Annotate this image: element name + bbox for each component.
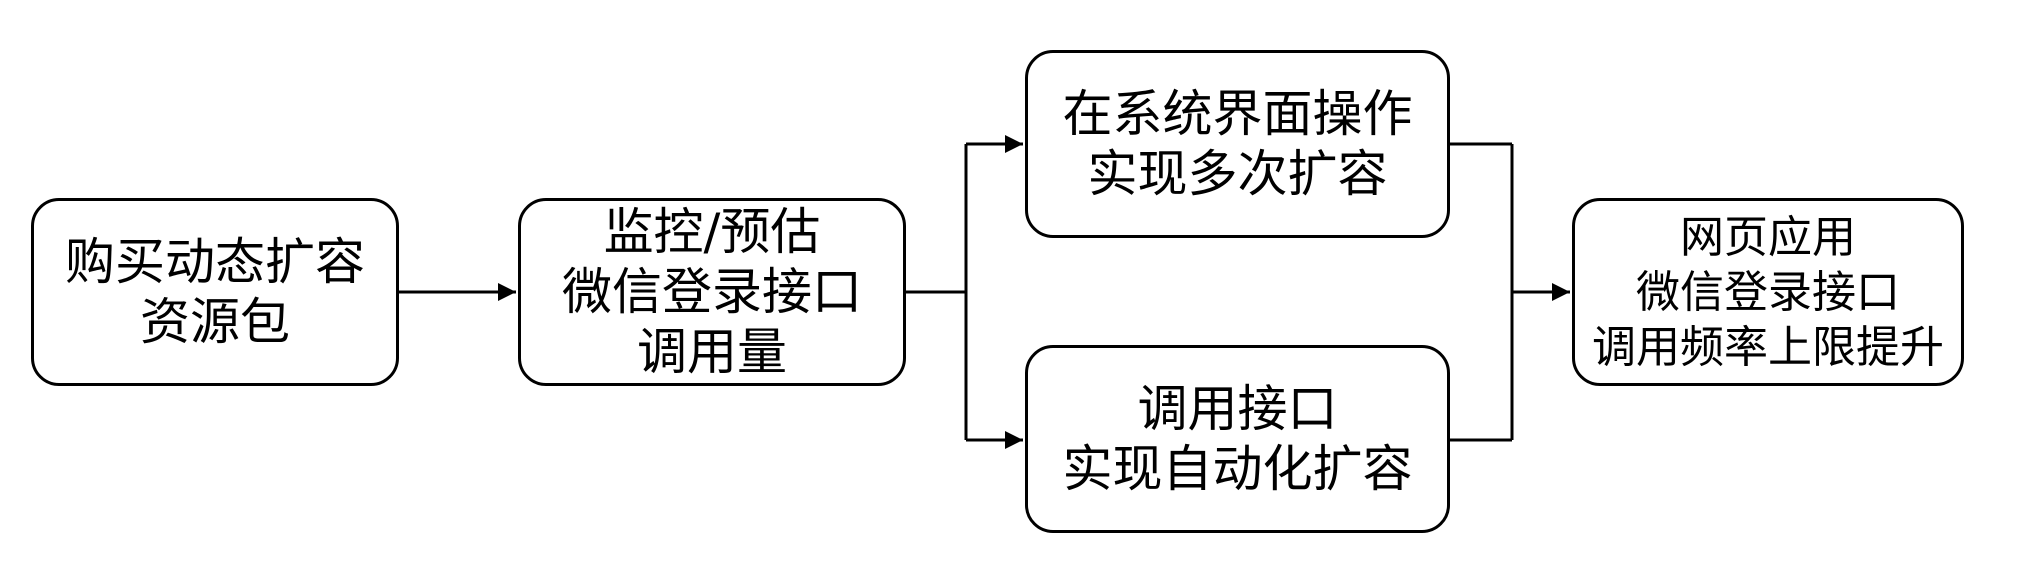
node-manual-expand-line-1: 在系统界面操作 <box>1062 85 1413 143</box>
node-monitor: 监控/预估 微信登录接口 调用量 <box>518 198 906 386</box>
node-monitor-line-2: 微信登录接口 <box>562 263 862 321</box>
node-buy-package-line-2: 资源包 <box>140 293 290 351</box>
node-auto-expand-line-2: 实现自动化扩容 <box>1062 440 1413 498</box>
node-result-line-3: 调用频率上限提升 <box>1592 321 1944 373</box>
node-monitor-line-1: 监控/预估 <box>603 203 821 261</box>
node-monitor-line-3: 调用量 <box>637 323 787 381</box>
node-result: 网页应用 微信登录接口 调用频率上限提升 <box>1572 198 1964 386</box>
node-buy-package-line-1: 购买动态扩容 <box>65 233 365 291</box>
node-result-line-2: 微信登录接口 <box>1636 266 1900 318</box>
node-manual-expand: 在系统界面操作 实现多次扩容 <box>1025 50 1450 238</box>
node-result-line-1: 网页应用 <box>1680 211 1856 263</box>
node-auto-expand-line-1: 调用接口 <box>1137 380 1338 438</box>
node-manual-expand-line-2: 实现多次扩容 <box>1087 145 1388 203</box>
node-buy-package: 购买动态扩容 资源包 <box>31 198 399 386</box>
node-auto-expand: 调用接口 实现自动化扩容 <box>1025 345 1450 533</box>
